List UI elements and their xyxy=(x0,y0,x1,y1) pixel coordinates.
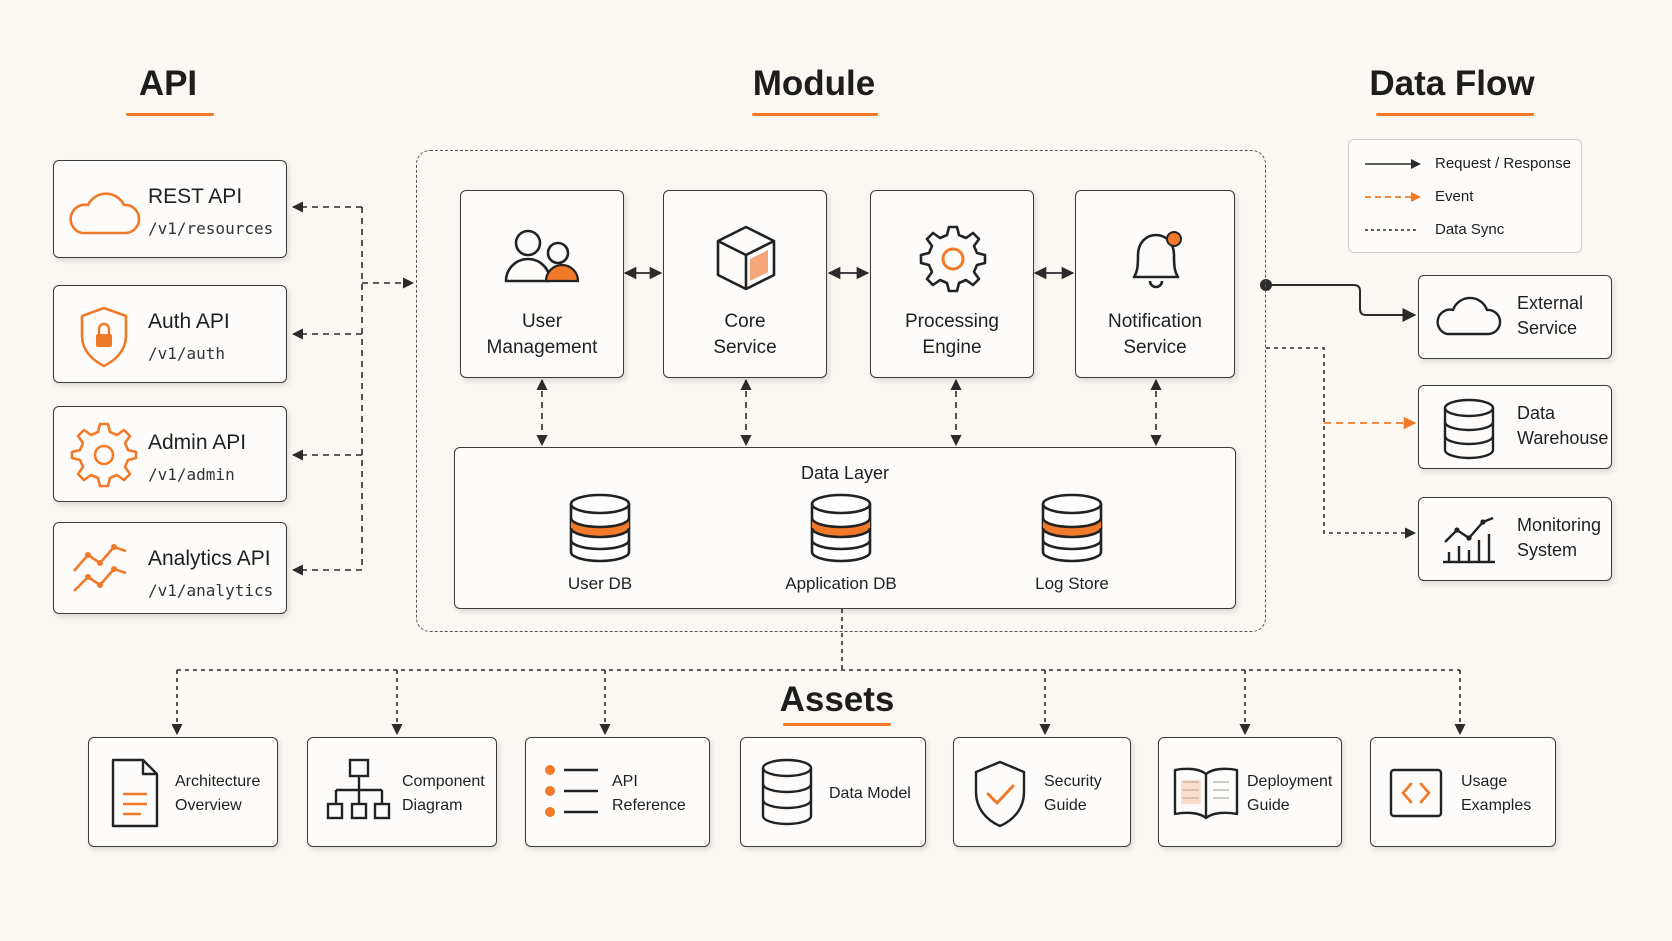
admin-api-card[interactable]: Admin API /v1/admin xyxy=(53,406,287,502)
assets-heading: Assets xyxy=(779,680,895,719)
module-container xyxy=(416,150,1266,632)
analytics-api-title: Analytics API xyxy=(148,547,271,570)
users-icon xyxy=(504,229,580,283)
user-db-label: User DB xyxy=(567,574,633,593)
admin-api-title: Admin API xyxy=(148,431,247,454)
auth-api-title: Auth API xyxy=(148,310,230,333)
legend-event: Event xyxy=(1435,188,1474,205)
shield-check-icon xyxy=(974,760,1026,828)
rest-api-path: /v1/resources xyxy=(148,219,274,238)
legend-solid-arrow xyxy=(1365,159,1421,169)
bar-chart-icon xyxy=(1443,516,1495,564)
api-heading: API xyxy=(138,64,198,103)
data-flow-heading-underline xyxy=(1376,113,1534,116)
asset-data-model-label: Data Model xyxy=(829,785,911,802)
data-sync-bus xyxy=(1266,347,1417,539)
document-icon xyxy=(111,758,159,828)
code-icon xyxy=(1389,768,1443,818)
asset-data-model[interactable]: Data Model xyxy=(740,737,926,847)
database-icon xyxy=(761,758,813,826)
api-heading-underline xyxy=(126,113,214,116)
gear-icon xyxy=(70,422,138,488)
module-heading-underline xyxy=(752,113,878,116)
log-store-label: Log Store xyxy=(1035,574,1109,593)
legend-data-sync: Data Sync xyxy=(1435,221,1505,238)
gear-icon xyxy=(919,225,987,293)
module-heading: Module xyxy=(752,64,876,103)
legend-dotted-line xyxy=(1365,229,1417,231)
list-icon xyxy=(545,765,598,817)
auth-api-card[interactable]: Auth API /v1/auth xyxy=(53,285,287,383)
data-layer-title: Data Layer xyxy=(800,463,890,483)
to-external-connector xyxy=(1266,284,1417,322)
bell-icon xyxy=(1132,231,1182,289)
rest-api-card[interactable]: REST API /v1/resources xyxy=(53,160,287,258)
admin-api-path: /v1/admin xyxy=(148,465,235,484)
assets-heading-underline xyxy=(783,723,891,726)
data-flow-heading: Data Flow xyxy=(1369,64,1535,103)
book-icon xyxy=(1173,767,1239,820)
trend-lines-icon xyxy=(73,544,127,592)
cloud-icon xyxy=(69,192,141,235)
legend-event-arrow xyxy=(1365,192,1421,202)
auth-api-path: /v1/auth xyxy=(148,344,226,363)
hierarchy-icon xyxy=(326,758,391,820)
application-db-label: Application DB xyxy=(785,574,897,593)
legend-panel: Request / Response Event Data Sync xyxy=(1348,139,1582,253)
analytics-api-card[interactable]: Analytics API /v1/analytics xyxy=(53,522,287,614)
database-icon xyxy=(1041,493,1103,563)
database-icon xyxy=(810,493,872,563)
rest-api-title: REST API xyxy=(148,185,243,208)
database-icon xyxy=(1443,398,1495,460)
data-layer-panel: Data Layer User DB Application DB Log St… xyxy=(454,447,1236,609)
legend-request-response: Request / Response xyxy=(1435,155,1571,172)
database-icon xyxy=(569,493,631,563)
analytics-api-path: /v1/analytics xyxy=(148,581,274,600)
cloud-icon xyxy=(1436,296,1502,336)
cube-icon xyxy=(716,225,776,291)
shield-lock-icon xyxy=(80,306,128,368)
